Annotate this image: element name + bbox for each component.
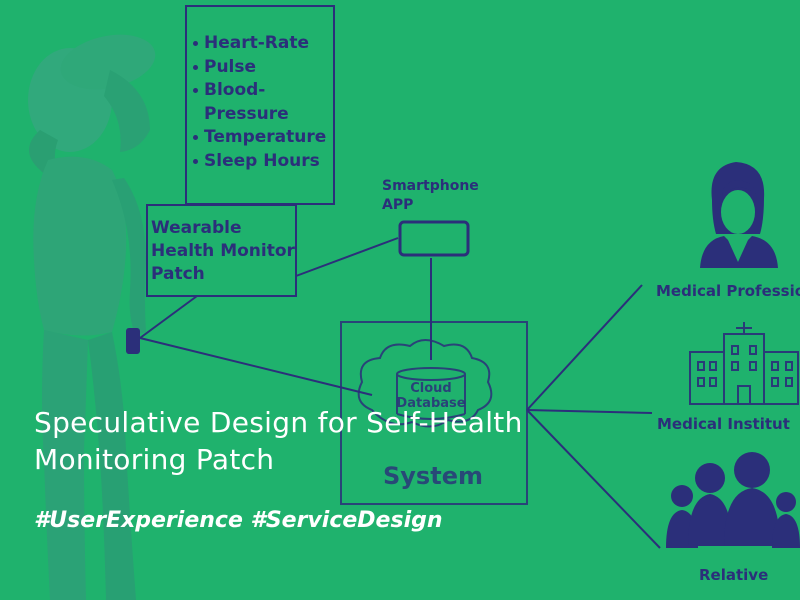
vital-item: Sleep Hours [192, 150, 326, 174]
cloud-database-label: Cloud Database [396, 381, 466, 411]
medical-institution-label: Medical Institut [657, 415, 790, 433]
doctor-icon [700, 162, 778, 268]
figure-illustration [28, 34, 156, 600]
medical-professional-label: Medical Professio [656, 282, 800, 300]
cloud-icon [357, 339, 493, 428]
project-title: Speculative Design for Self-Health Monit… [34, 406, 523, 476]
system-box [340, 321, 528, 505]
relative-label: Relative [699, 566, 769, 584]
project-tags: #UserExperience #ServiceDesign [34, 508, 443, 533]
hospital-icon [689, 322, 799, 405]
vital-item: Pulse [192, 56, 326, 80]
smartphone-icon [398, 220, 470, 257]
wearable-patch-label: Wearable Health Monitor Patch [151, 218, 295, 284]
vitals-list: Heart-Rate Pulse Blood- Pressure Tempera… [192, 32, 326, 173]
wearable-patch-box [146, 204, 297, 297]
vital-item: Temperature [192, 126, 326, 150]
connector-lines [139, 237, 661, 549]
system-label: System [383, 462, 483, 490]
people-icon [666, 452, 800, 548]
vital-item: Heart-Rate [192, 32, 326, 56]
database-icon [396, 367, 466, 420]
smartphone-app-label: Smartphone APP [382, 178, 479, 213]
vital-item: Blood- Pressure [192, 79, 326, 126]
